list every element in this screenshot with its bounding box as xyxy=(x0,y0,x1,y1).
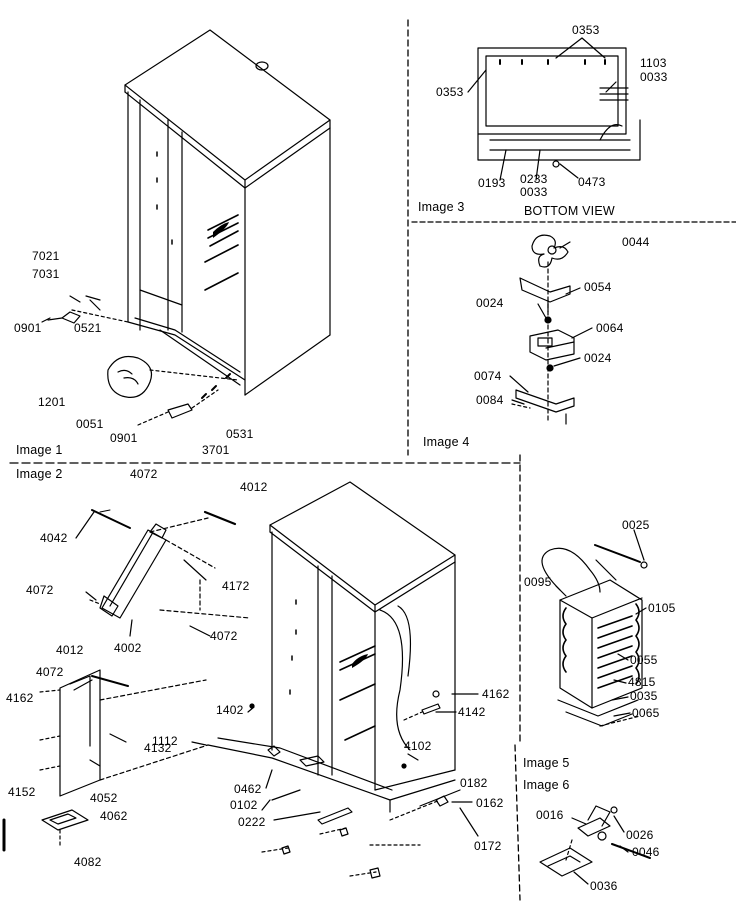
part-label: 4815 xyxy=(628,675,656,689)
image6-control xyxy=(539,805,651,885)
caption-image5: Image 5 xyxy=(523,756,570,770)
part-label: 4072 xyxy=(36,665,64,679)
part-label: 0095 xyxy=(524,575,552,589)
part-label: 4012 xyxy=(240,480,268,494)
part-label: 1103 xyxy=(640,56,667,70)
part-label: 0065 xyxy=(632,706,660,720)
part-label: 4162 xyxy=(482,687,510,701)
part-label: 7031 xyxy=(32,267,60,281)
part-label: 1201 xyxy=(38,395,66,409)
part-label: 0901 xyxy=(110,431,138,445)
image2-cabinet xyxy=(191,481,479,879)
part-label: 0222 xyxy=(238,815,266,829)
image3-bottom-view xyxy=(467,37,641,181)
part-label: 0044 xyxy=(622,235,650,249)
part-label: 0102 xyxy=(230,798,258,812)
part-label: 1402 xyxy=(216,703,244,717)
part-label: 0462 xyxy=(234,782,262,796)
part-label: 0473 xyxy=(578,175,606,189)
image4-fan-motor xyxy=(509,234,593,425)
part-label: 0353 xyxy=(572,23,600,37)
part-label: 0054 xyxy=(584,280,612,294)
part-label: 0036 xyxy=(590,879,618,893)
part-label: 0172 xyxy=(474,839,502,853)
part-label: 0182 xyxy=(460,776,488,790)
part-label: 4012 xyxy=(56,643,84,657)
part-label: 0193 xyxy=(478,176,506,190)
caption-image1: Image 1 xyxy=(16,443,63,457)
part-label: 0033 xyxy=(520,185,548,199)
part-label: 4072 xyxy=(130,467,158,481)
part-label: 1112 xyxy=(152,734,178,748)
part-label: 0024 xyxy=(476,296,504,310)
part-label: 4102 xyxy=(404,739,432,753)
part-label: 0016 xyxy=(536,808,564,822)
part-label: 0024 xyxy=(584,351,612,365)
caption-image6: Image 6 xyxy=(523,778,570,792)
part-label: 0531 xyxy=(226,427,254,441)
part-label: 4042 xyxy=(40,531,68,545)
caption-bottom-view: BOTTOM VIEW xyxy=(524,204,615,218)
part-label: 4172 xyxy=(222,579,250,593)
part-label: 0064 xyxy=(596,321,624,335)
part-label: 0055 xyxy=(630,653,658,667)
part-label: 0074 xyxy=(474,369,502,383)
part-label: 0901 xyxy=(14,321,42,335)
part-label: 7021 xyxy=(32,249,60,263)
caption-image3: Image 3 xyxy=(418,200,465,214)
part-label: 0353 xyxy=(436,85,464,99)
part-label: 4082 xyxy=(74,855,102,869)
part-label: 0162 xyxy=(476,796,504,810)
part-label: 0026 xyxy=(626,828,654,842)
part-label: 4002 xyxy=(114,641,142,655)
part-label: 4162 xyxy=(6,691,34,705)
part-label: 0035 xyxy=(630,689,658,703)
part-label: 0046 xyxy=(632,845,660,859)
image2-duct-parts xyxy=(39,509,251,849)
part-label: 4072 xyxy=(26,583,54,597)
part-label: 0084 xyxy=(476,393,504,407)
part-label: 0521 xyxy=(74,321,102,335)
part-label: 0025 xyxy=(622,518,650,532)
part-label: 0051 xyxy=(76,417,104,431)
part-label: 3701 xyxy=(202,443,230,457)
part-label: 0233 xyxy=(520,172,548,186)
part-label: 4072 xyxy=(210,629,238,643)
part-label: 4142 xyxy=(458,705,486,719)
part-label: 4152 xyxy=(8,785,36,799)
image1-cabinet xyxy=(41,29,331,426)
part-label: 4132 xyxy=(144,741,172,755)
section-dividers xyxy=(2,19,736,901)
part-label: 4062 xyxy=(100,809,128,823)
part-label: 0033 xyxy=(640,70,668,84)
part-label: 4052 xyxy=(90,791,118,805)
caption-image2: Image 2 xyxy=(16,467,63,481)
image5-evaporator xyxy=(541,529,648,727)
part-label: 0105 xyxy=(648,601,676,615)
caption-image4: Image 4 xyxy=(423,435,470,449)
